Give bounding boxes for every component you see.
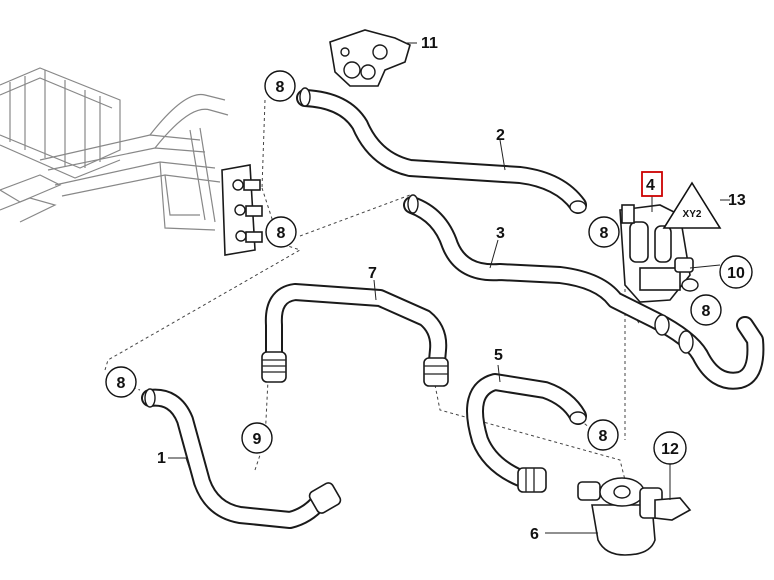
valve-4 bbox=[619, 204, 699, 303]
hose-1 bbox=[141, 388, 342, 529]
circled-callout-9: 9 bbox=[241, 422, 273, 454]
hose-2 bbox=[296, 87, 587, 214]
hose-7 bbox=[261, 283, 449, 387]
callout-1: 1 bbox=[157, 450, 166, 467]
bracket-11 bbox=[329, 29, 411, 87]
callout-9: 9 bbox=[253, 431, 262, 448]
callout-8: 8 bbox=[117, 375, 126, 392]
callout-4: 4 bbox=[646, 177, 655, 194]
hose-5 bbox=[466, 373, 587, 493]
circled-callout-8-f: 8 bbox=[587, 419, 619, 451]
hose-3 bbox=[403, 194, 765, 390]
circled-callout-10: 10 bbox=[719, 255, 753, 289]
callout-13: 13 bbox=[728, 192, 746, 209]
callout-11: 11 bbox=[421, 35, 438, 52]
callout-10: 10 bbox=[727, 265, 745, 282]
circled-callout-8-c: 8 bbox=[588, 216, 620, 248]
callout-8: 8 bbox=[702, 303, 711, 320]
circled-callout-8-e: 8 bbox=[105, 366, 137, 398]
circled-callout-8-a: 8 bbox=[264, 70, 296, 102]
callout-4-box: 4 bbox=[641, 171, 663, 197]
heater-flange bbox=[221, 164, 263, 256]
leader-lines bbox=[168, 42, 730, 534]
pump-6 bbox=[577, 477, 692, 556]
callout-7: 7 bbox=[368, 265, 377, 282]
circled-callout-8-b: 8 bbox=[265, 216, 297, 248]
callout-8: 8 bbox=[600, 225, 609, 242]
heater-core bbox=[0, 67, 229, 231]
callout-8: 8 bbox=[277, 225, 286, 242]
callout-2: 2 bbox=[496, 127, 505, 144]
warning-symbol-text: XY2 bbox=[683, 209, 702, 220]
callout-8: 8 bbox=[276, 79, 285, 96]
callout-5: 5 bbox=[494, 347, 503, 364]
callout-6: 6 bbox=[530, 526, 539, 543]
circled-callout-8-d: 8 bbox=[690, 294, 722, 326]
callout-12: 12 bbox=[661, 441, 679, 458]
warning-triangle-13: XY2 bbox=[662, 181, 722, 229]
callout-8: 8 bbox=[599, 428, 608, 445]
callout-3: 3 bbox=[496, 225, 505, 242]
circled-callout-12: 12 bbox=[653, 431, 687, 465]
